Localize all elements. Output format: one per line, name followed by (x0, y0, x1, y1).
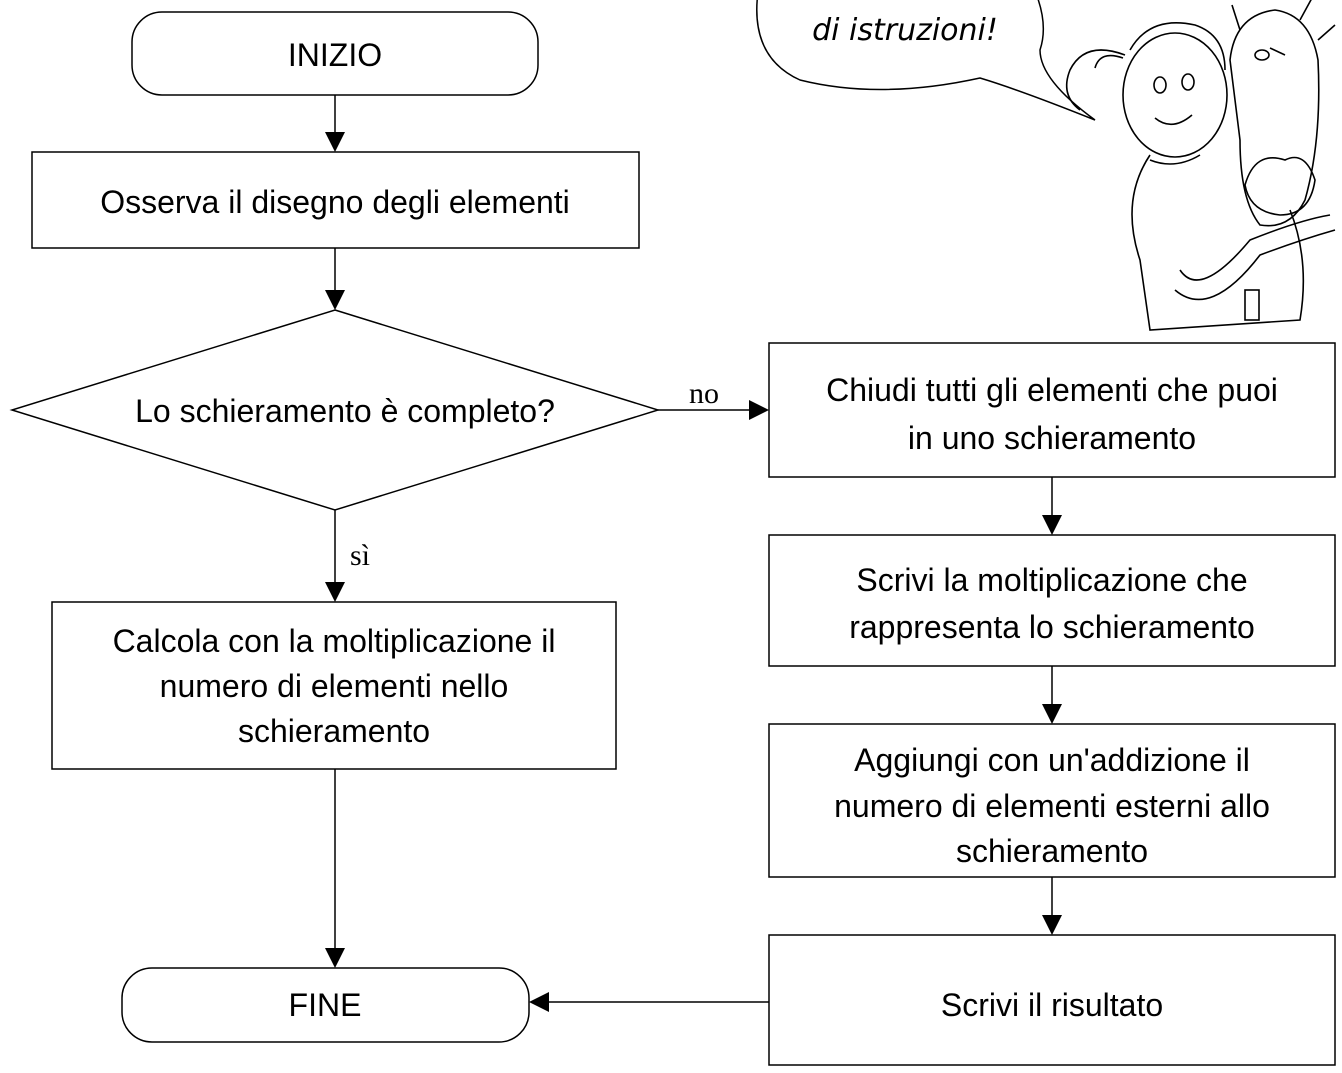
observe-step-box (31, 151, 640, 249)
write-multiplication-line-1: Scrivi la moltiplicazione che (856, 562, 1247, 598)
add-external-line-2: numero di elementi esterni allo (834, 788, 1270, 824)
close-elements-line-1: Chiudi tutti gli elementi che puoi (826, 372, 1278, 408)
add-external-step-box (768, 723, 1336, 878)
compute-step-line-1: Calcola con la moltiplicazione il (113, 623, 556, 659)
start-terminal-text: INIZIO (288, 37, 382, 73)
write-multiplication-line-2: rappresenta lo schieramento (849, 609, 1255, 645)
decision-text: Lo schieramento è completo? (135, 393, 555, 429)
speech-bubble: di istruzioni! (756, 0, 1096, 121)
add-external-line-3: schieramento (956, 833, 1148, 869)
close-elements-step-box (768, 342, 1336, 478)
end-terminal-text: FINE (289, 987, 362, 1023)
compute-step-line-2: numero di elementi nello (160, 668, 509, 704)
observe-step-text: Osserva il disegno degli elementi (100, 184, 570, 220)
no-branch-label: no (689, 377, 719, 410)
compute-step-line-3: schieramento (238, 713, 430, 749)
speech-bubble-text: di istruzioni! (812, 13, 998, 48)
close-elements-line-2: in uno schieramento (908, 420, 1196, 456)
write-multiplication-step-box (768, 534, 1336, 667)
yes-branch-label: sì (350, 539, 370, 572)
add-external-line-1: Aggiungi con un'addizione il (854, 742, 1250, 778)
compute-step-box (51, 601, 617, 770)
write-result-step-box (768, 934, 1336, 1066)
cartoon-girl-and-tooth-illustration (1065, 0, 1336, 331)
write-result-text: Scrivi il risultato (941, 987, 1163, 1023)
